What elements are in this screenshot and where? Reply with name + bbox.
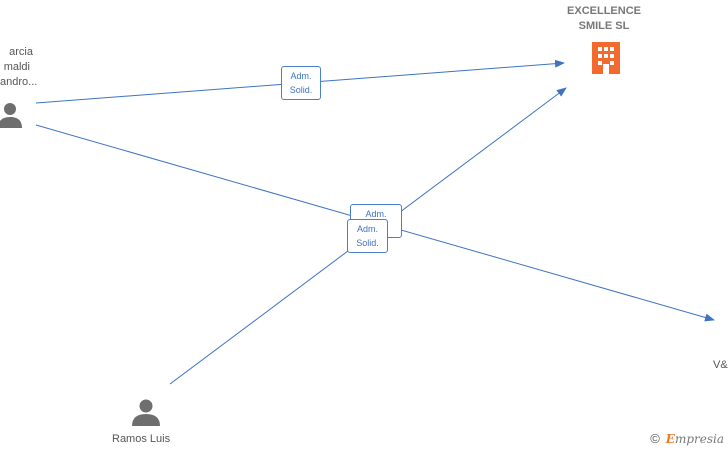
person-top-label-line: maldi — [3, 61, 30, 73]
person-icon[interactable] — [0, 103, 22, 128]
company-top-label-line: EXCELLENCE — [567, 5, 641, 17]
company-top-label[interactable]: EXCELLENCE SMILE SL — [554, 4, 654, 34]
empresia-watermark: © Empresia — [650, 431, 724, 446]
person-bottom-label[interactable]: Ramos Luis — [112, 433, 171, 445]
role-line: Solid. — [289, 85, 313, 95]
company-right-label[interactable]: V& — [713, 359, 728, 371]
role-box-excellence[interactable]: Adm. Solid. — [281, 66, 321, 100]
role-line: Solid. — [356, 238, 379, 248]
brand-rest: mpresia — [674, 431, 724, 446]
role-line: Adm. — [290, 71, 312, 81]
person-top-label[interactable]: arcia maldi andro... — [0, 45, 38, 90]
brand-logo: Empresia — [666, 432, 724, 446]
brand-initial: E — [665, 431, 675, 446]
company-top-label-line: SMILE SL — [578, 20, 630, 32]
role-line: Adm. — [356, 224, 378, 234]
person-top-label-line: andro... — [0, 76, 38, 88]
person-icon[interactable] — [132, 399, 160, 427]
role-box-ramos[interactable]: Adm. Solid. — [347, 219, 388, 253]
person-top-label-line: arcia — [9, 46, 33, 58]
building-icon[interactable] — [592, 42, 620, 74]
role-line: Adm. — [365, 209, 387, 219]
copyright-icon: © — [650, 431, 660, 446]
